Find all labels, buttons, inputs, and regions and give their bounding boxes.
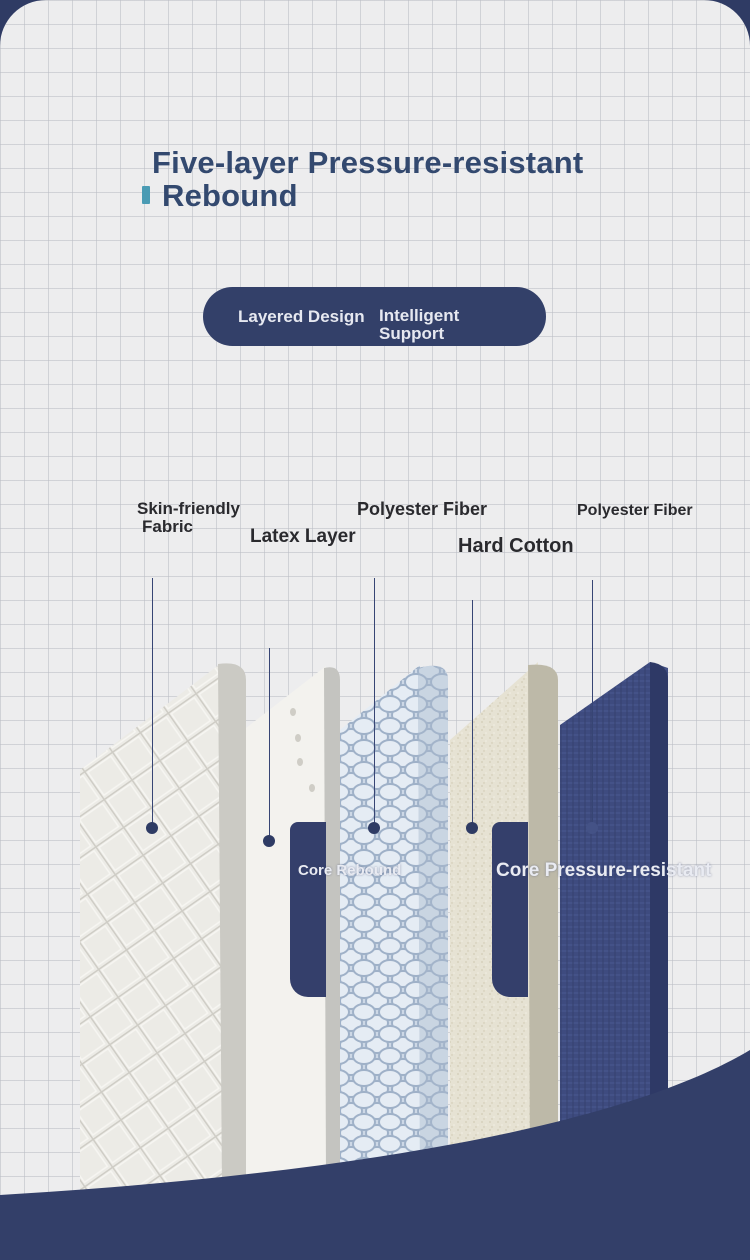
layer-label-latex: Latex Layer <box>250 526 356 547</box>
badge-right-line-2: Support <box>379 324 445 343</box>
layer-label-hard-cotton: Hard Cotton <box>458 535 574 557</box>
title-accent-mark <box>142 186 150 204</box>
title-line-1: Five-layer Pressure-resistant <box>152 145 584 180</box>
title-line-2: Rebound <box>162 178 298 213</box>
leader-line-4 <box>472 600 473 824</box>
marker-dot-1 <box>146 822 158 834</box>
leader-line-3 <box>374 578 375 824</box>
badge-right-line-1: Intelligent <box>379 306 460 325</box>
marker-dot-3 <box>368 822 380 834</box>
badge-left-text: Layered Design <box>238 307 365 326</box>
layer-label-skin-friendly: Skin-friendly Fabric <box>137 500 240 536</box>
layer-navy-fabric <box>560 662 668 1180</box>
badge-right-text: Intelligent Support <box>379 307 459 343</box>
bottom-wave <box>0 1050 750 1260</box>
leader-line-2 <box>269 648 270 840</box>
layer-label-1-line-2: Fabric <box>142 517 194 536</box>
marker-dot-5 <box>586 822 598 834</box>
page-title: Five-layer Pressure-resistant Rebound <box>152 146 712 212</box>
layer-label-polyester-2: Polyester Fiber <box>577 502 693 519</box>
marker-dot-2 <box>263 835 275 847</box>
layer-label-1-line-1: Skin-friendly <box>137 499 240 518</box>
leader-line-5 <box>592 580 593 824</box>
layer-skin-friendly-fabric <box>80 663 246 1190</box>
layer-latex <box>246 666 340 1180</box>
core-pressure-label: Core Pressure-resistant <box>496 860 712 881</box>
marker-dot-4 <box>466 822 478 834</box>
core-rebound-tab <box>290 822 326 997</box>
feature-badge: Layered Design Intelligent Support <box>203 287 546 346</box>
layer-polyester-fiber <box>340 665 448 1180</box>
core-rebound-label: Core Rebound <box>298 862 402 879</box>
core-pressure-tab <box>492 822 528 997</box>
leader-line-1 <box>152 578 153 826</box>
layer-label-polyester-1: Polyester Fiber <box>357 499 488 519</box>
